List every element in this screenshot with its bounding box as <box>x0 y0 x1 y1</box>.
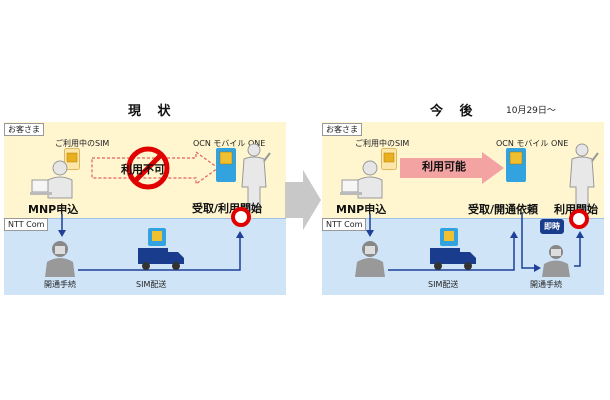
future-receive-request-label: 受取/開通依頼 <box>468 203 539 216</box>
future-date: 10月29日～ <box>506 106 556 116</box>
computer-user-icon <box>340 160 383 199</box>
ocn-sim-icon <box>216 148 236 182</box>
sim-card-icon <box>381 148 397 170</box>
current-sim-in-use-label: ご利用中のSIM <box>55 139 110 148</box>
future-mnp-apply-label: MNP申込 <box>336 203 387 216</box>
unavailable-arrow-icon <box>91 150 220 186</box>
standing-person-icon <box>241 143 271 211</box>
future-customer-tag: お客さま <box>322 123 362 136</box>
current-title: 現 状 <box>128 104 177 119</box>
operator-icon <box>45 241 75 277</box>
current-provider-tag: NTT Com <box>4 218 49 231</box>
use-start-ring-icon <box>569 209 589 229</box>
future-provider-tag: NTT Com <box>322 218 367 231</box>
instant-badge: 即時 <box>540 219 564 234</box>
standing-person-icon <box>569 143 599 211</box>
future-sim-in-use-label: ご利用中のSIM <box>355 139 410 148</box>
delivery-truck-icon <box>430 228 476 270</box>
current-customer-tag: お客さま <box>4 123 44 136</box>
available-arrow-icon <box>400 152 504 184</box>
operator-icon <box>542 245 570 277</box>
future-sim-delivery-label: SIM配送 <box>428 280 459 289</box>
prohibited-icon <box>126 146 170 190</box>
future-activation-label: 開通手続 <box>530 280 562 289</box>
available-label: 利用可能 <box>422 160 466 173</box>
future-mobile-service-label: OCN モバイル ONE <box>496 139 569 148</box>
sim-card-icon <box>64 148 80 170</box>
future-title: 今 後 <box>430 104 479 119</box>
ocn-sim-icon <box>506 148 526 182</box>
unavailable-label: 利用不可 <box>121 163 165 176</box>
transition-arrow-icon <box>285 170 321 230</box>
computer-user-icon <box>30 160 73 199</box>
current-activation-label: 開通手続 <box>44 280 76 289</box>
current-mnp-apply-label: MNP申込 <box>28 203 79 216</box>
delivery-truck-icon <box>138 228 184 270</box>
receive-point-ring-icon <box>231 207 251 227</box>
operator-icon <box>355 241 385 277</box>
current-sim-delivery-label: SIM配送 <box>136 280 167 289</box>
current-mobile-service-label: OCN モバイル ONE <box>193 139 266 148</box>
